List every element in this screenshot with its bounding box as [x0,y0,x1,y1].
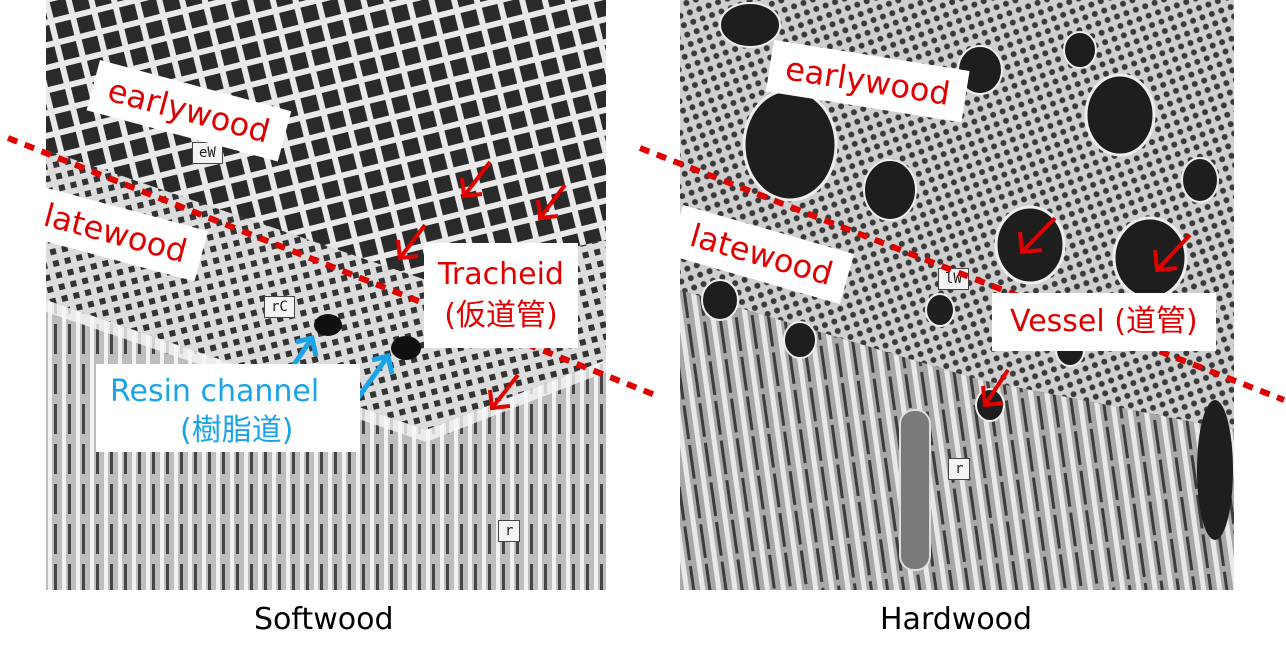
resin-channel-label-line2: (樹脂道) [180,413,294,448]
hardwood-caption: Hardwood [880,602,1033,637]
micrograph-tag-r: r [498,520,521,542]
tracheid-label: Tracheid (仮道管) [424,243,578,348]
resin-channel-label: Resin channel (樹脂道) [96,364,360,452]
micrograph-tag-rc: rC [264,296,295,318]
softwood-caption: Softwood [254,602,394,637]
micrograph-tag-lw: lW [938,268,969,290]
tracheid-label-line2: (仮道管) [444,297,558,333]
resin-channel-label-line1: Resin channel [110,374,320,409]
vessel-label: Vessel (道管) [992,293,1216,351]
micrograph-tag-r: r [948,458,971,480]
tracheid-label-line1: Tracheid [438,257,564,292]
